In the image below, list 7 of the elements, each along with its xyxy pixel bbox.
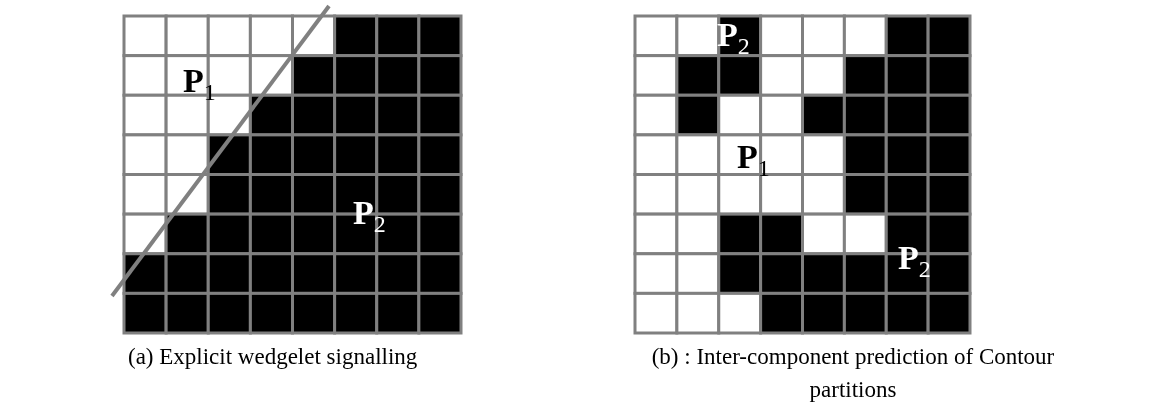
partition-label: P$_{2}$ xyxy=(717,18,750,58)
partition-label: P$_{2}$ xyxy=(898,241,931,281)
partition-label: P$_{1}$ xyxy=(183,64,216,104)
partition-label: P$_{1}$ xyxy=(737,140,770,180)
partition-label: P$_{2}$ xyxy=(353,196,386,236)
caption: (a) Explicit wedgelet signalling xyxy=(128,343,419,371)
caption: (b) : Inter-component prediction of Contour partitions xyxy=(650,343,1056,404)
